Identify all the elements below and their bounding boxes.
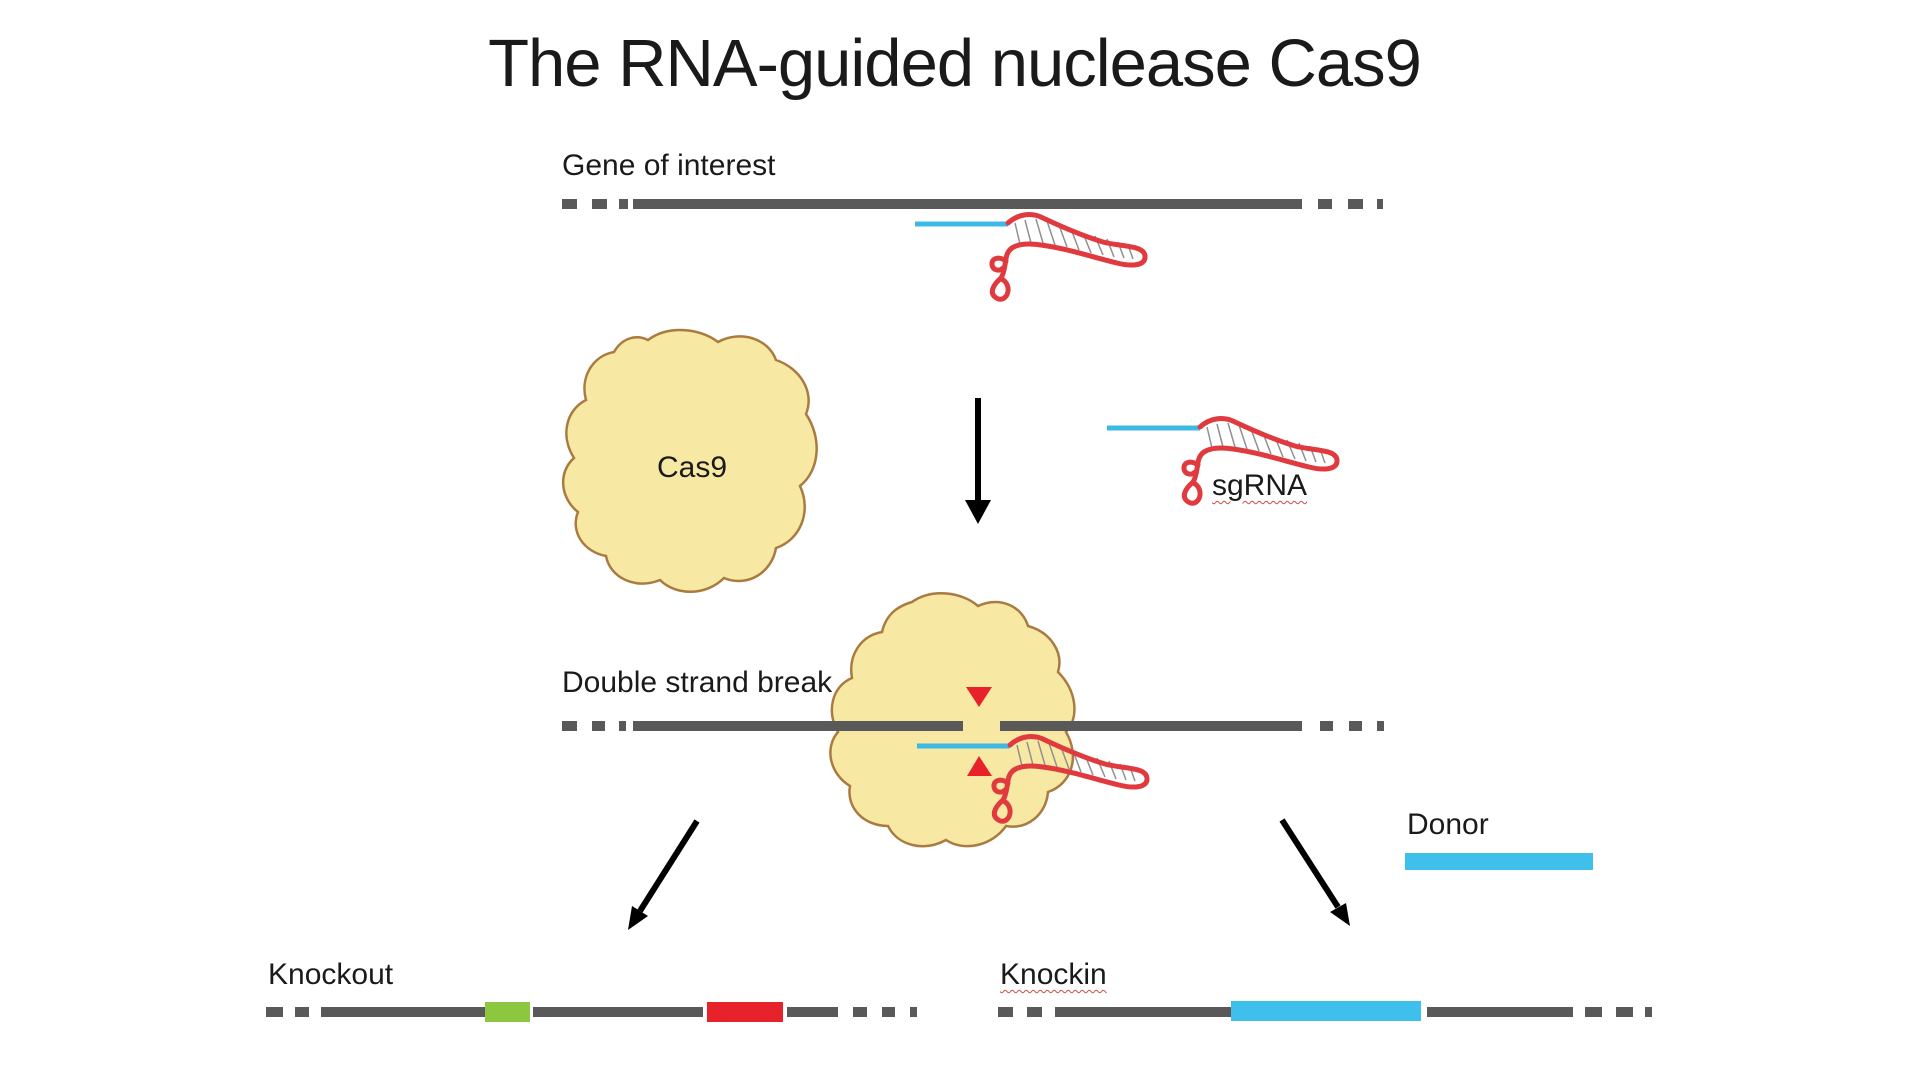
knockin-result-dna-line bbox=[998, 1001, 1652, 1021]
knockout-disruption-red-box bbox=[707, 1002, 783, 1022]
knockin-insertion-blue-box bbox=[1231, 1001, 1421, 1021]
donor-dna-bar bbox=[1405, 853, 1593, 870]
gene-of-interest-dna-line bbox=[562, 199, 1383, 209]
down-arrow bbox=[965, 398, 991, 524]
sgrna-label: sgRNA bbox=[1212, 469, 1308, 502]
knockout-insertion-green-box bbox=[485, 1002, 530, 1022]
double-strand-break-label: Double strand break bbox=[562, 666, 833, 699]
cut-site-bottom-triangle bbox=[967, 756, 992, 776]
cut-site-top-triangle bbox=[966, 687, 992, 707]
double-strand-break-dna-line bbox=[562, 721, 1384, 731]
knockin-label: Knockin bbox=[1000, 958, 1107, 991]
diagram-title: The RNA-guided nuclease Cas9 bbox=[488, 26, 1422, 101]
knockout-label: Knockout bbox=[268, 958, 394, 991]
donor-label: Donor bbox=[1407, 808, 1489, 841]
knockout-branch-arrow bbox=[628, 819, 700, 930]
cas9-on-dna-blob bbox=[829, 592, 1076, 848]
knockin-branch-arrow bbox=[1279, 818, 1350, 926]
cas9-protein-blob bbox=[561, 328, 818, 593]
cas9-label: Cas9 bbox=[657, 451, 728, 484]
knockout-result-dna-line bbox=[266, 1002, 917, 1022]
gene-of-interest-label: Gene of interest bbox=[562, 149, 776, 182]
sgrna-on-gene bbox=[915, 215, 1145, 300]
